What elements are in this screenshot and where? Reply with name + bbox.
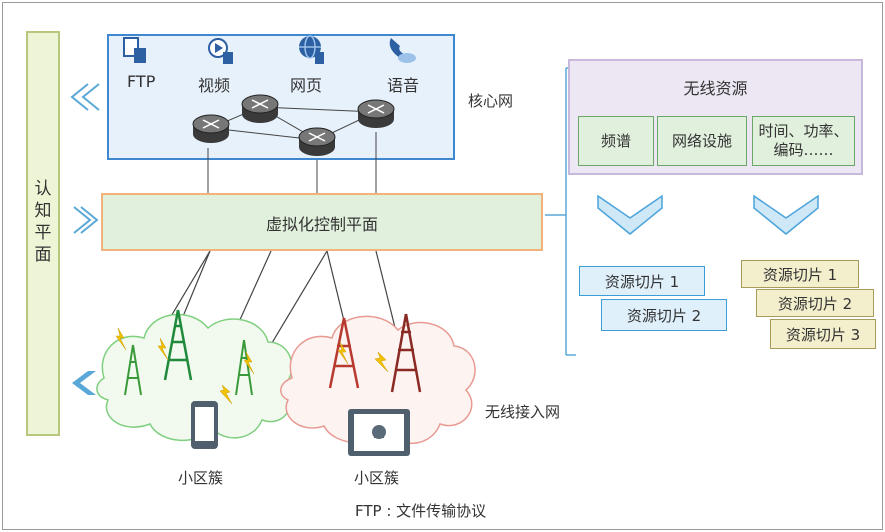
core-network-box [107, 34, 455, 160]
control-plane-label: 虚拟化控制平面 [265, 215, 378, 234]
router-icon [298, 127, 336, 156]
service-label-ftp: FTP [127, 72, 156, 91]
service-label-voice: 语音 [387, 76, 420, 95]
right-chevron-icon [73, 206, 99, 234]
tower-icon [328, 317, 360, 389]
router-icon [192, 114, 230, 143]
tower-icon [124, 344, 142, 396]
signal-bolt-icon [243, 351, 255, 375]
resource-slice-b2: 资源切片 2 [756, 289, 874, 317]
signal-bolt-icon [157, 337, 169, 361]
down-chevron-icon [753, 194, 819, 235]
footnote: FTP : 文件传输协议 [355, 502, 487, 520]
video-icon [208, 38, 233, 64]
resource-time-power-code: 时间、功率、 编码…… [752, 116, 855, 166]
cognitive-plane-label: 认 知 平 面 [34, 179, 52, 265]
resource-slice-b1: 资源切片 1 [741, 260, 859, 288]
cell-cluster-label-2: 小区簇 [354, 469, 400, 487]
ftp-icon [123, 37, 146, 63]
resource-slice-a2: 资源切片 2 [601, 299, 727, 331]
control-plane-box [101, 193, 543, 251]
resource-slice-b3: 资源切片 3 [770, 319, 876, 349]
tower-icon [235, 339, 253, 396]
resource-infrastructure: 网络设施 [657, 116, 747, 166]
cell-cluster-cloud-red [280, 315, 476, 445]
smartphone-icon [191, 401, 218, 449]
router-icon [241, 94, 279, 123]
left-filled-chevron-icon [72, 371, 96, 395]
signal-bolt-icon [337, 341, 349, 365]
signal-bolt-icon [219, 384, 233, 405]
resource-slice-a1: 资源切片 1 [579, 266, 705, 296]
left-chevron-icon [70, 83, 100, 111]
globe-icon [299, 35, 324, 64]
tablet-icon [348, 409, 410, 456]
down-chevron-icon [597, 194, 663, 235]
service-label-web: 网页 [290, 76, 323, 95]
signal-bolt-icon [115, 327, 127, 351]
resource-spectrum: 频谱 [578, 116, 654, 166]
router-icon [357, 99, 395, 128]
wireless-resources-title: 无线资源 [683, 79, 748, 98]
core-network-label: 核心网 [468, 92, 514, 110]
cell-cluster-label-1: 小区簇 [178, 469, 224, 487]
signal-bolt-icon [374, 351, 389, 373]
access-network-label: 无线接入网 [485, 403, 561, 421]
service-label-video: 视频 [198, 76, 231, 95]
tower-icon [390, 313, 422, 393]
tower-icon [163, 309, 193, 381]
phone-icon [389, 38, 416, 63]
cognitive-plane-bar [26, 31, 60, 436]
